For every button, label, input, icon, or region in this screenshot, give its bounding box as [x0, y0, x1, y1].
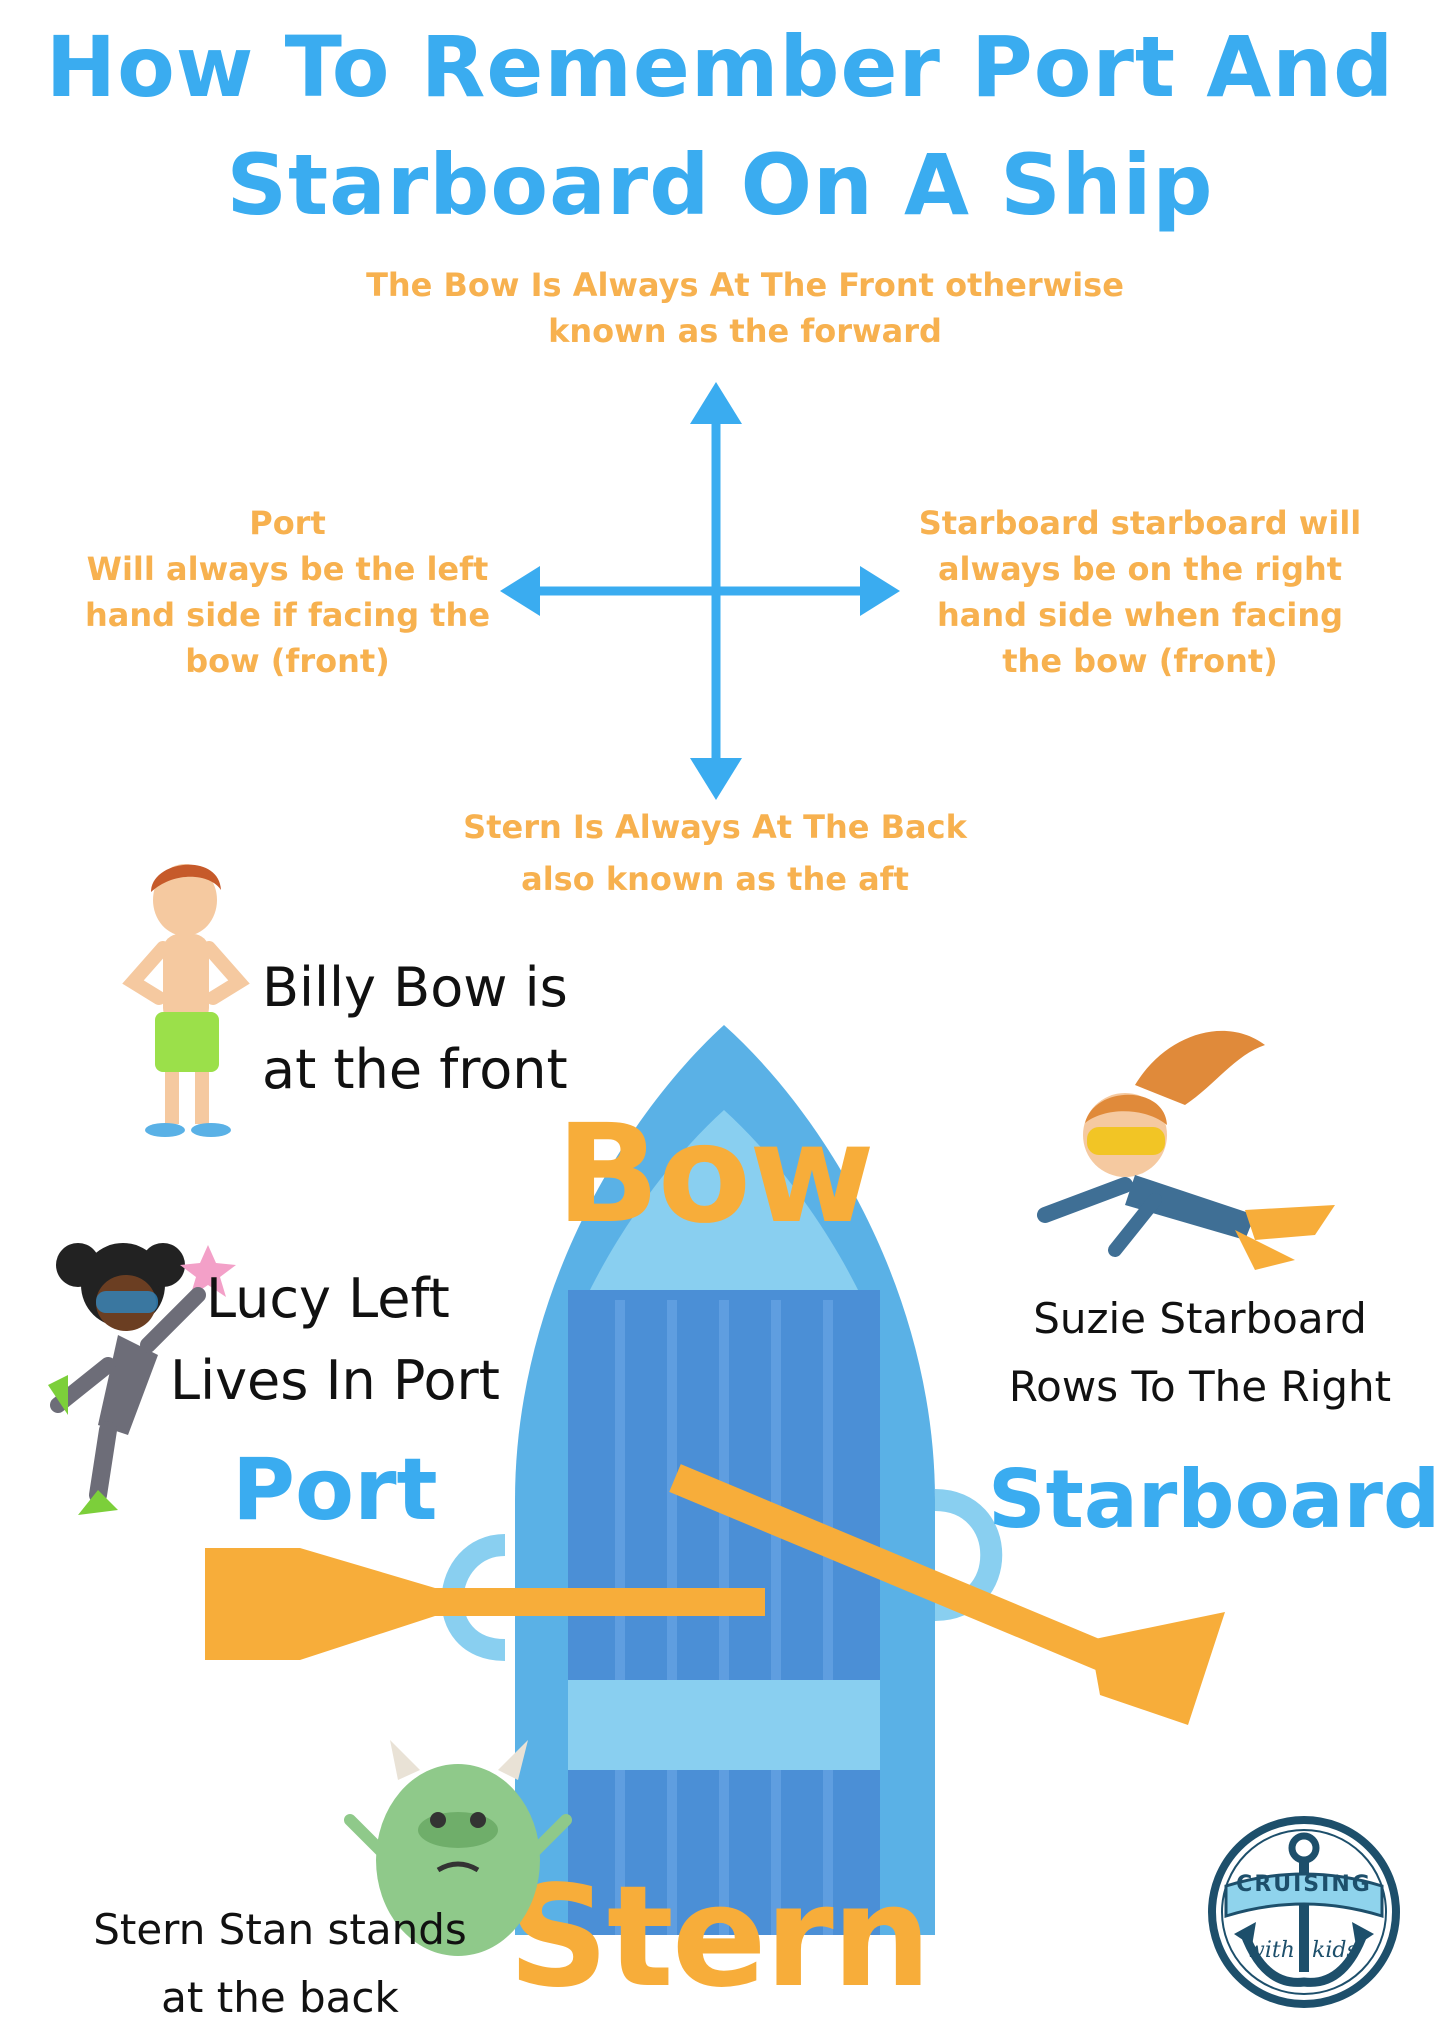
- lucy-left-character: [48, 1243, 236, 1515]
- stern-note-line-1: Stern Is Always At The Back: [463, 808, 967, 846]
- starboard-oar-blade: [1090, 1612, 1225, 1725]
- logo-text-kids: kids: [1312, 1938, 1358, 1963]
- lucy-caption-line-1: Lucy Left: [206, 1267, 450, 1330]
- bow-note-line-1: The Bow Is Always At The Front otherwise: [366, 266, 1124, 304]
- anchor-icon: [1234, 1832, 1374, 1987]
- starboard-label: Starboard: [988, 1453, 1440, 1546]
- page-title: How To Remember Port And Starboard On A …: [0, 8, 1440, 244]
- port-note-line-2: Will always be the left: [86, 550, 489, 588]
- title-line-2: Starboard On A Ship: [226, 136, 1214, 234]
- starboard-oar-shaft: [669, 1464, 1136, 1682]
- cruising-with-kids-logo: [1208, 1816, 1400, 2008]
- starboard-note-line-2: always be on the right: [937, 550, 1343, 588]
- suzie-caption-line-1: Suzie Starboard: [1033, 1294, 1367, 1343]
- title-line-1: How To Remember Port And: [45, 18, 1395, 116]
- starboard-note-line-3: hand side when facing: [936, 596, 1344, 634]
- suzie-starboard-character: [1037, 1030, 1335, 1270]
- stern-stan-character: [344, 1740, 572, 1956]
- billy-bow-character: [122, 864, 250, 1137]
- lucy-caption-line-2: Lives In Port: [170, 1349, 500, 1412]
- stan-caption-line-2: at the back: [161, 1973, 399, 2022]
- stern-note: Stern Is Always At The Back also known a…: [400, 804, 1030, 902]
- billy-caption: Billy Bow is at the front: [262, 947, 568, 1111]
- billy-caption-line-1: Billy Bow is: [262, 956, 568, 1019]
- bow-label: Bow: [556, 1096, 875, 1254]
- stern-label: Stern: [508, 1856, 931, 2019]
- logo-text-with: with: [1246, 1938, 1295, 1963]
- starboard-note-line-1: Starboard starboard will: [918, 504, 1362, 542]
- arrow-left-icon: [500, 566, 540, 616]
- suzie-caption: Suzie Starboard Rows To The Right: [985, 1285, 1415, 1421]
- port-label: Port: [232, 1440, 438, 1540]
- billy-caption-line-2: at the front: [262, 1038, 568, 1101]
- arrow-down-icon: [690, 758, 742, 800]
- port-note-line-4: bow (front): [185, 642, 390, 680]
- stan-caption: Stern Stan stands at the back: [50, 1896, 510, 2032]
- logo-text-cruising: CRUISING: [1236, 1872, 1372, 1897]
- starboard-note-line-4: the bow (front): [1002, 642, 1278, 680]
- port-note-line-3: hand side if facing the: [84, 596, 491, 634]
- starboard-note: Starboard starboard will always be on th…: [905, 500, 1375, 684]
- port-oar-blade: [205, 1548, 435, 1660]
- port-oar-shaft: [380, 1588, 765, 1616]
- suzie-caption-line-2: Rows To The Right: [1008, 1362, 1392, 1411]
- bow-note-line-2: known as the forward: [548, 312, 942, 350]
- arrow-right-icon: [860, 566, 900, 616]
- boat-floor-planks: [615, 1300, 833, 1935]
- arrow-up-icon: [690, 382, 742, 424]
- port-note-line-1: Port: [249, 504, 326, 542]
- port-note: Port Will always be the left hand side i…: [60, 500, 515, 684]
- lucy-caption: Lucy Left Lives In Port: [170, 1258, 500, 1422]
- stern-note-line-2: also known as the aft: [521, 860, 909, 898]
- boat-seat: [568, 1680, 880, 1770]
- bow-note: The Bow Is Always At The Front otherwise…: [300, 262, 1190, 354]
- stan-caption-line-1: Stern Stan stands: [93, 1905, 467, 1954]
